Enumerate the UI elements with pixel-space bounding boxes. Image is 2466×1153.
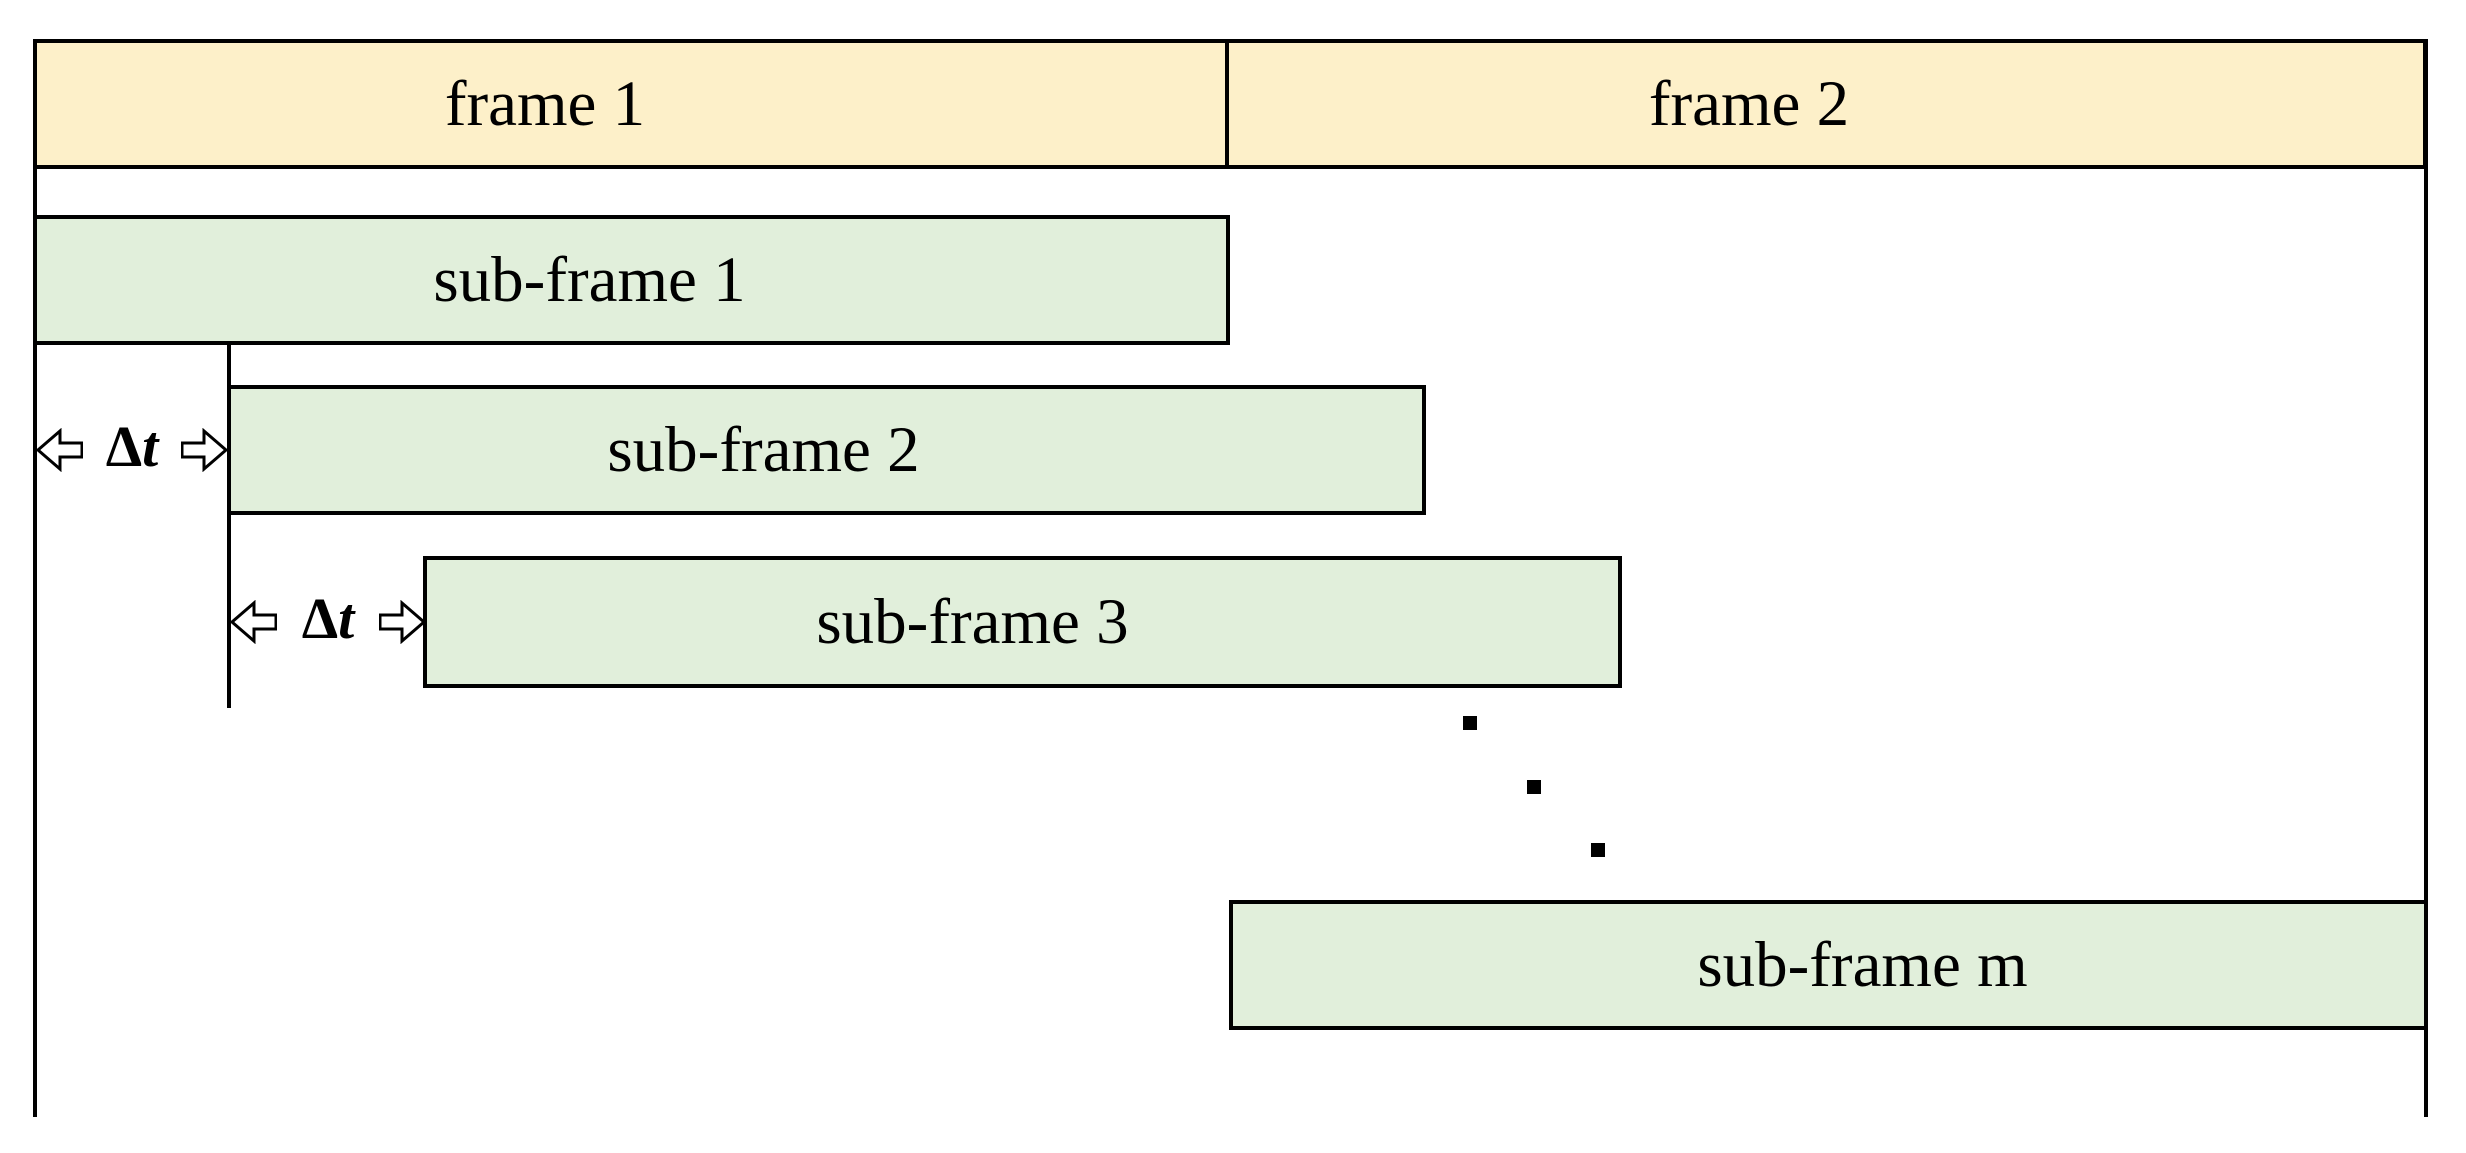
right-block-arrow-icon xyxy=(379,600,425,644)
delta-variable: t xyxy=(142,414,159,479)
ellipsis-dot xyxy=(1463,716,1477,730)
delta-t-annotation-2: Δt xyxy=(231,590,425,648)
frame-row: frame 1 frame 2 xyxy=(33,39,2427,169)
right-block-arrow-icon xyxy=(181,428,227,472)
subframe-2-box: sub-frame 2 xyxy=(227,385,1426,515)
frame-1-box: frame 1 xyxy=(37,43,1229,165)
frame-2-label: frame 2 xyxy=(1648,67,1850,140)
subframe-m-label: sub-frame m xyxy=(1697,928,2028,1001)
left-block-arrow-icon xyxy=(37,428,83,472)
ellipsis-dot xyxy=(1527,780,1541,794)
diagram-left-border-line xyxy=(33,39,37,1117)
delta-variable: t xyxy=(338,586,355,651)
delta-t-label: Δt xyxy=(302,590,355,654)
subframe-2-label: sub-frame 2 xyxy=(607,413,920,486)
delta-symbol: Δ xyxy=(105,414,143,479)
subframe-3-box: sub-frame 3 xyxy=(423,556,1622,688)
frame-2-box: frame 2 xyxy=(1229,43,2423,165)
subframe-1-label: sub-frame 1 xyxy=(433,243,746,316)
delta-symbol: Δ xyxy=(301,586,339,651)
subframe-1-box: sub-frame 1 xyxy=(33,215,1230,345)
subframe-2-start-reference-line xyxy=(227,345,231,708)
left-block-arrow-icon xyxy=(231,600,277,644)
ellipsis-dot xyxy=(1591,843,1605,857)
subframe-m-box: sub-frame m xyxy=(1229,900,2428,1030)
delta-t-label: Δt xyxy=(106,418,159,482)
diagram-right-border-line xyxy=(2424,39,2428,1117)
subframe-3-label: sub-frame 3 xyxy=(816,585,1129,658)
delta-t-annotation-1: Δt xyxy=(37,418,227,476)
frame-1-label: frame 1 xyxy=(444,67,646,140)
